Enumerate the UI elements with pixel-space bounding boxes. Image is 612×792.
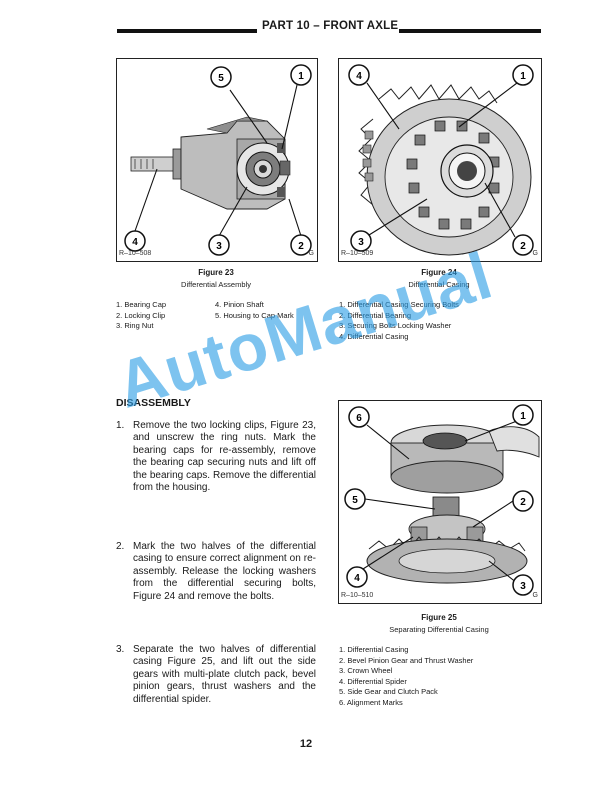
figure-23-callouts: 5 1 4 3 2 <box>124 64 312 256</box>
figure-25-image: 6 1 5 2 4 3 R–10–510 G <box>338 400 542 604</box>
page-header-title: PART 10 – FRONT AXLE <box>262 20 399 32</box>
legend-item: 4. Pinion Shaft <box>215 300 264 309</box>
step-2: 2. Mark the two halves of the differenti… <box>116 541 316 603</box>
legend-item: 2. Locking Clip <box>116 310 166 320</box>
legend-item: 5. Side Gear and Clutch Pack <box>339 687 438 696</box>
step-number: 3. <box>116 644 125 655</box>
legend-item: 1. Differential Casing <box>339 645 409 654</box>
legend-item: 3. Crown Wheel <box>339 666 393 675</box>
legend-item: 1. Bearing Cap <box>116 300 167 309</box>
figure-24-ref: R–10–509 <box>341 250 374 257</box>
figure-25-subtitle: Separating Differential Casing <box>389 625 489 634</box>
figure-23-image: 5 1 4 3 2 R–10–508 G <box>116 58 318 262</box>
legend-item: 2. Differential Bearing <box>339 310 411 320</box>
callout-1-label: 1 <box>520 71 526 82</box>
callout-5-label: 5 <box>352 495 358 506</box>
callout-3-label: 3 <box>520 581 526 592</box>
header-rule-right <box>399 29 541 33</box>
figure-25-legend: 1. Differential Casing 2. Bevel Pinion G… <box>339 645 473 708</box>
step-text: Remove the two locking clips, Figure 23,… <box>133 420 316 494</box>
legend-item: 5. Housing to Cap Mark <box>215 310 294 320</box>
figure-25-callouts: 6 1 5 2 4 3 <box>344 404 534 596</box>
figure-24-g: G <box>532 250 538 257</box>
figure-24-title: Figure 24 <box>421 268 457 277</box>
section-title: DISASSEMBLY <box>116 397 191 409</box>
callout-3 <box>208 234 230 256</box>
callout-2 <box>290 234 312 256</box>
callout-5-label: 5 <box>218 73 224 84</box>
step-3: 3. Separate the two halves of differenti… <box>116 644 316 706</box>
legend-item: 4. Differential Spider <box>339 676 407 686</box>
step-number: 1. <box>116 420 125 431</box>
step-1: 1. Remove the two locking clips, Figure … <box>116 420 316 494</box>
callout-6-label: 6 <box>356 413 362 424</box>
header-rule-left <box>117 29 257 33</box>
step-text: Mark the two halves of the differential … <box>133 541 316 602</box>
figure-24-image: 4 1 3 2 R–10–509 G <box>338 58 542 262</box>
callout-2-label: 2 <box>520 497 526 508</box>
callout-4 <box>124 230 146 252</box>
figure-23-subtitle: Differential Assembly <box>181 280 251 289</box>
page-number: 12 <box>299 738 313 750</box>
legend-item: 3. Ring Nut <box>116 321 154 330</box>
callout-4-label: 4 <box>132 237 138 248</box>
callout-2-label: 2 <box>520 241 526 252</box>
callout-4-label: 4 <box>354 573 360 584</box>
callout-5 <box>210 66 232 88</box>
callout-2-label: 2 <box>298 241 304 252</box>
legend-item: 4. Differential Casing <box>339 331 409 341</box>
legend-item: 3. Securing Bolts Locking Washer <box>339 321 452 330</box>
callout-1-label: 1 <box>298 71 304 82</box>
step-number: 2. <box>116 541 125 552</box>
figure-25-title: Figure 25 <box>421 613 457 622</box>
figure-23-legend-left: 1. Bearing Cap 2. Locking Clip 3. Ring N… <box>116 300 166 332</box>
figure-23-ref: R–10–508 <box>119 250 152 257</box>
legend-item: 1. Differential Casing Securing Bolts <box>339 300 459 309</box>
figure-23-title: Figure 23 <box>198 268 234 277</box>
step-text: Separate the two halves of differential … <box>133 644 316 705</box>
callout-1-label: 1 <box>520 411 526 422</box>
figure-24-subtitle: Differential Casing <box>408 280 470 289</box>
figure-25-ref: R–10–510 <box>341 592 374 599</box>
callout-4-label: 4 <box>356 71 362 82</box>
callout-3-label: 3 <box>358 237 364 248</box>
callout-1 <box>290 64 312 86</box>
figure-23-legend-right: 4. Pinion Shaft 5. Housing to Cap Mark <box>215 300 294 321</box>
legend-item: 2. Bevel Pinion Gear and Thrust Washer <box>339 655 474 665</box>
legend-item: 6. Alignment Marks <box>339 697 403 707</box>
figure-25-g: G <box>532 592 538 599</box>
figure-24-callouts: 4 1 3 2 <box>348 64 534 256</box>
callout-3-label: 3 <box>216 241 222 252</box>
figure-23-g: G <box>308 250 314 257</box>
figure-24-legend: 1. Differential Casing Securing Bolts 2.… <box>339 300 459 342</box>
